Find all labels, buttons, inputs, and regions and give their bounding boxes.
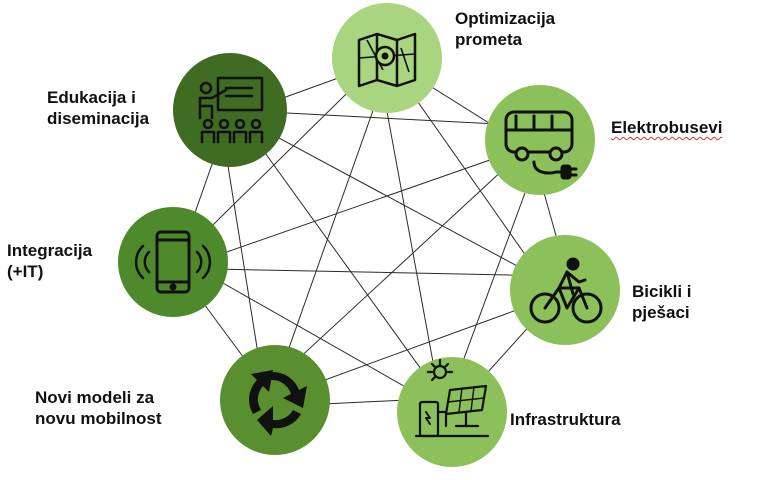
label-optimizacija: Optimizacija prometa <box>455 8 555 50</box>
label-line: Optimizacija <box>455 9 556 28</box>
connection-line <box>162 267 560 277</box>
node-integracija <box>118 207 228 317</box>
node-edukacija <box>173 53 287 167</box>
node-optimizacija <box>332 3 442 113</box>
label-elektrobusevi: Elektrobusevi <box>611 117 723 138</box>
node-elektrobusevi <box>485 85 595 195</box>
label-line: Novi modeli za <box>35 388 155 407</box>
node-infrastruktura <box>397 357 507 467</box>
label-line: Infrastruktura <box>510 410 621 429</box>
node-bicikli <box>510 235 620 345</box>
label-line: Bicikli i <box>632 282 692 301</box>
label-line: Integracija <box>7 241 93 260</box>
solar-charging-icon <box>414 358 490 438</box>
cyclist-icon <box>529 257 603 324</box>
connection-line <box>180 145 531 269</box>
classroom-icon <box>198 76 264 144</box>
label-line: diseminacija <box>47 109 150 128</box>
label-line: Edukacija i <box>47 88 136 107</box>
label-infrastruktura: Infrastruktura <box>510 409 621 430</box>
label-edukacija: Edukacija i diseminacija <box>47 87 149 129</box>
electric-bus-icon <box>504 110 578 180</box>
connection-line <box>280 295 556 397</box>
label-line: novu mobilnost <box>35 409 162 428</box>
label-line: Elektrobusevi <box>611 118 723 137</box>
label-novi-modeli: Novi modeli za novu mobilnost <box>35 387 162 429</box>
label-line: prometa <box>455 30 523 49</box>
node-novi-modeli <box>220 345 330 455</box>
map-icon <box>357 32 417 88</box>
recycle-arrows-icon <box>249 370 307 436</box>
label-bicikli: Bicikli i pješaci <box>632 281 692 323</box>
label-line: (+IT) <box>7 262 44 281</box>
smartphone-icon <box>134 230 212 294</box>
label-line: pješaci <box>632 303 690 322</box>
label-integracija: Integracija (+IT) <box>7 240 92 282</box>
